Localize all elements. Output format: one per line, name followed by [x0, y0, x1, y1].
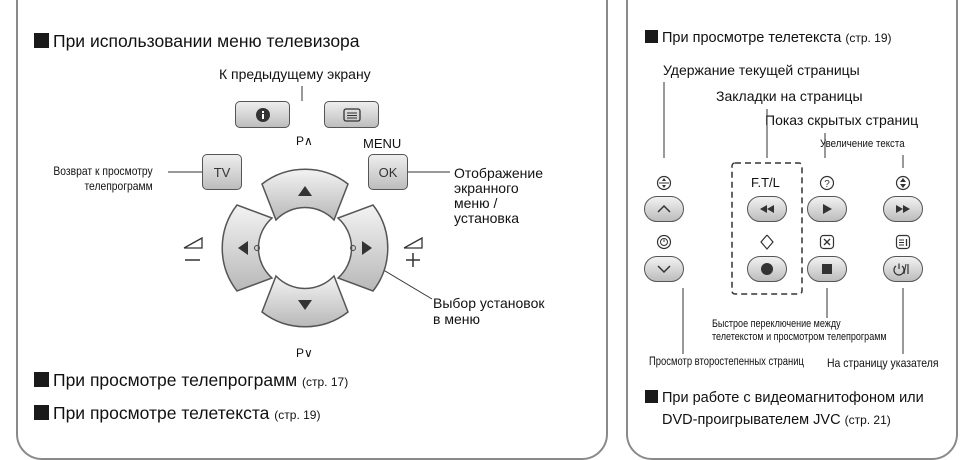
subpages-label: Просмотр второстепенных страниц: [649, 356, 804, 368]
hold-icon: [656, 175, 672, 191]
up-arrow-icon: [298, 186, 312, 196]
return-to-tv-label: Возврат к просмотру телепрограмм: [53, 164, 153, 193]
bookmark-record-button[interactable]: [747, 256, 787, 282]
bookmark-rewind-button[interactable]: [747, 196, 787, 222]
hold-button[interactable]: [644, 196, 684, 222]
teletext-button[interactable]: [324, 101, 379, 128]
teletext-viewing-heading: При просмотре телетекста (стр. 19): [34, 403, 320, 424]
down-arrow-icon: [298, 300, 312, 310]
fast-forward-icon: [896, 205, 910, 213]
square-bullet-icon: [645, 390, 658, 403]
bookmarks-label: Закладки на страницы: [716, 88, 863, 104]
ok-button[interactable]: OK: [368, 154, 408, 190]
teletext-panel: [626, 0, 958, 460]
left-arrow-icon: [238, 241, 248, 255]
p-up-label: P∧: [296, 134, 313, 148]
rewind-icon: [760, 205, 774, 213]
info-button[interactable]: [235, 101, 290, 128]
subpage-icon: [656, 234, 672, 250]
right-arrow-icon: [362, 241, 372, 255]
hold-page-label: Удержание текущей страницы: [663, 62, 860, 78]
navigation-pad: [221, 168, 389, 328]
cancel-icon: [819, 234, 835, 250]
volume-minus-icon: [183, 236, 203, 261]
select-settings-label: Выбор установок в меню: [433, 295, 545, 327]
standby-icon: [893, 263, 909, 276]
reveal-play-button[interactable]: [807, 196, 847, 222]
size-icon: [895, 175, 911, 191]
teletext-icon: [342, 107, 361, 122]
up-chevron-icon: [657, 204, 671, 213]
square-bullet-icon: [34, 33, 49, 48]
show-hidden-label: Показ скрытых страниц: [765, 112, 919, 128]
bookmark-icon: [760, 234, 774, 250]
square-bullet-icon: [645, 30, 658, 43]
menu-label: MENU: [363, 136, 402, 151]
stop-icon: [822, 264, 832, 274]
p-down-label: P∨: [296, 346, 313, 360]
down-chevron-icon: [657, 265, 671, 274]
enlarge-text-label: Увеличение текста: [820, 138, 905, 150]
right-connector-lines: [663, 82, 904, 354]
vcr-dvd-heading-line2: DVD-проигрывателем JVC (стр. 21): [662, 412, 891, 428]
subpage-button[interactable]: [644, 256, 684, 282]
square-bullet-icon: [34, 405, 49, 420]
tv-menu-panel: [16, 0, 608, 460]
index-page-label: На страницу указателя: [827, 356, 939, 370]
square-bullet-icon: [34, 372, 49, 387]
play-icon: [823, 204, 832, 214]
index-icon: [895, 234, 911, 250]
tv-button[interactable]: TV: [202, 154, 242, 190]
ftl-label: F.T/L: [751, 175, 780, 190]
reveal-icon: ?: [819, 175, 835, 191]
svg-text:?: ?: [824, 179, 830, 190]
prev-screen-label: К предыдущему экрану: [219, 66, 371, 82]
fast-switch-label: Быстрое переключение между телетекстом и…: [712, 318, 887, 343]
cancel-stop-button[interactable]: [807, 256, 847, 282]
size-ff-button[interactable]: [883, 196, 923, 222]
index-standby-button[interactable]: [883, 256, 923, 282]
volume-plus-icon: [403, 236, 423, 267]
tv-menu-heading: При использовании меню телевизора: [34, 31, 360, 52]
tv-viewing-heading: При просмотре телепрограмм (стр. 17): [34, 370, 348, 391]
info-icon: [255, 107, 270, 122]
teletext-heading: При просмотре телетекста (стр. 19): [645, 30, 892, 46]
vcr-dvd-heading: При работе с видеомагнитофоном или: [645, 390, 924, 406]
record-icon: [761, 263, 773, 275]
display-menu-label: Отображение экранного меню / установка: [454, 165, 544, 226]
